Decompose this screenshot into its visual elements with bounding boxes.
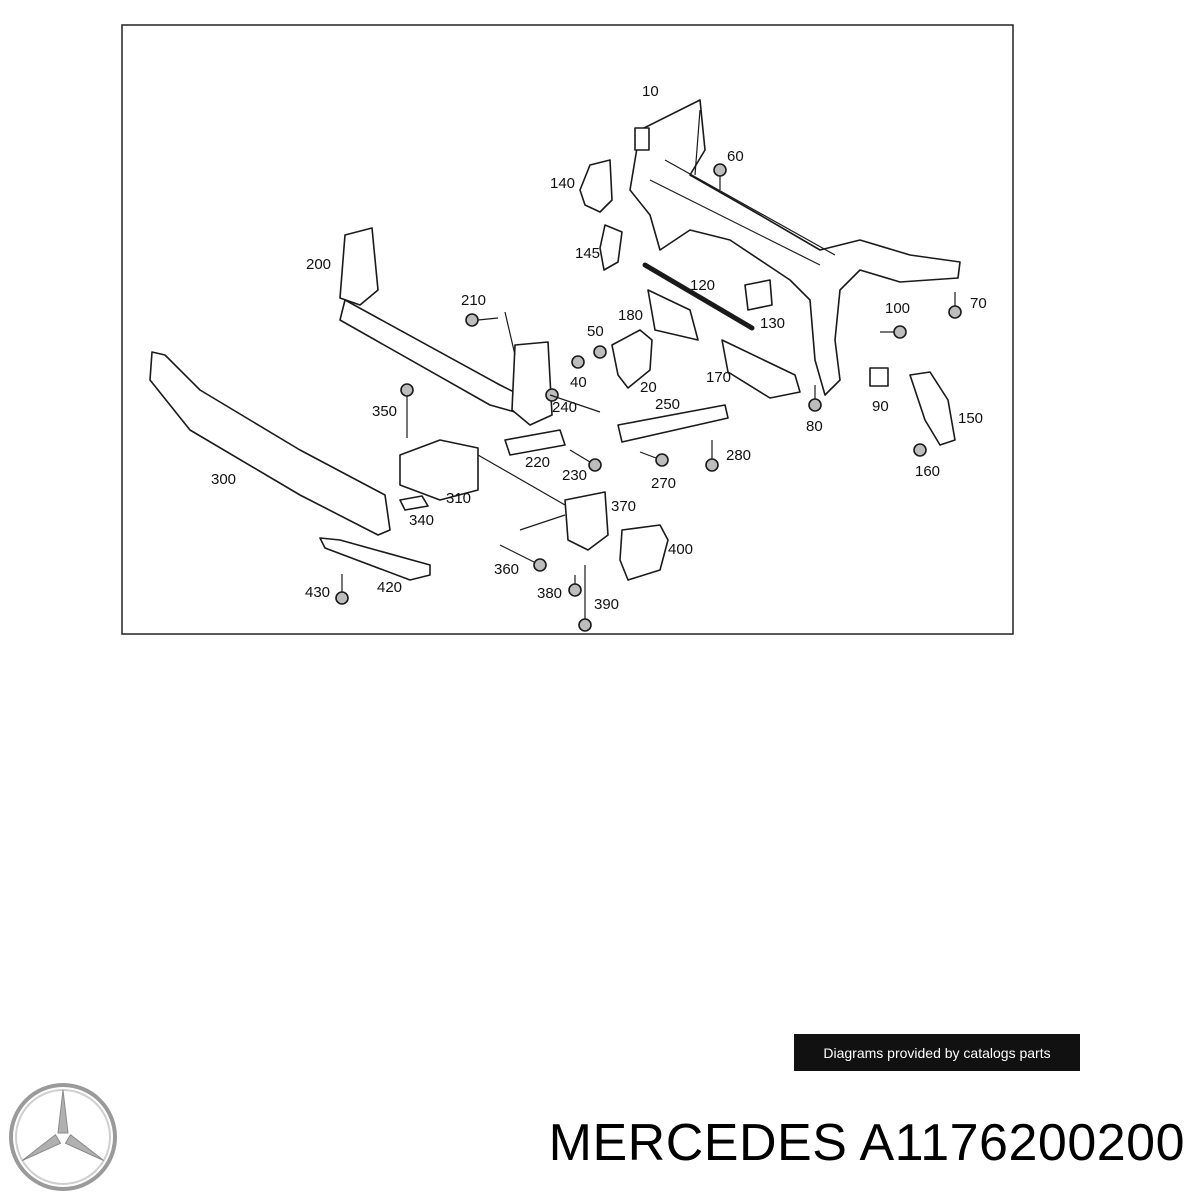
- bracket-150: [909, 371, 956, 446]
- callout-180: 180: [618, 307, 643, 324]
- callout-270: 270: [651, 475, 676, 492]
- callout-350: 350: [372, 403, 397, 420]
- callout-300: 300: [211, 471, 236, 488]
- bumper-beam-300: [149, 351, 391, 536]
- callout-370: 370: [611, 498, 636, 515]
- callout-130: 130: [760, 315, 785, 332]
- callout-40: 40: [570, 374, 587, 391]
- callout-280: 280: [726, 447, 751, 464]
- bracket-310: [399, 439, 479, 501]
- part-number: A1176200200: [859, 1114, 1185, 1172]
- bracket-20: [611, 329, 653, 389]
- clip-90: [869, 367, 889, 387]
- brand-name: MERCEDES: [549, 1114, 848, 1172]
- callout-140: 140: [550, 175, 575, 192]
- lock-370: [564, 491, 609, 551]
- callout-200: 200: [306, 256, 331, 273]
- footer-title: MERCEDES A1176200200: [549, 1114, 1185, 1172]
- leader-lines: [477, 311, 601, 531]
- callout-100: 100: [885, 300, 910, 317]
- seal-strip-120: [642, 262, 755, 331]
- diagram-frame: [121, 24, 1014, 635]
- callout-160: 160: [915, 463, 940, 480]
- callout-120: 120: [690, 277, 715, 294]
- callout-210: 210: [461, 292, 486, 309]
- callout-labels: 10 60 140 145 120 130 200 210 180 50 40 …: [211, 83, 987, 613]
- callout-90: 90: [872, 398, 889, 415]
- callout-20: 20: [640, 379, 657, 396]
- cover-400: [619, 524, 669, 581]
- bolts: [335, 163, 962, 632]
- bracket-145: [599, 224, 623, 271]
- callout-380: 380: [537, 585, 562, 602]
- callout-250: 250: [655, 396, 680, 413]
- callout-390: 390: [594, 596, 619, 613]
- callout-220: 220: [525, 454, 550, 471]
- callout-60: 60: [727, 148, 744, 165]
- callout-400: 400: [668, 541, 693, 558]
- bracket-130: [744, 279, 773, 311]
- lower-crossmember-200: [339, 227, 553, 426]
- mercedes-star-logo-icon: [9, 1083, 117, 1191]
- upper-carrier-assembly: [629, 99, 961, 396]
- callout-50: 50: [587, 323, 604, 340]
- callout-230: 230: [562, 467, 587, 484]
- callout-150: 150: [958, 410, 983, 427]
- plate-340: [399, 495, 429, 511]
- callout-430: 430: [305, 584, 330, 601]
- callout-420: 420: [377, 579, 402, 596]
- strip-250: [617, 404, 729, 443]
- callout-145: 145: [575, 245, 600, 262]
- callout-310: 310: [446, 490, 471, 507]
- reinforcement-420: [319, 537, 431, 581]
- callout-360: 360: [494, 561, 519, 578]
- bracket-180: [647, 289, 699, 341]
- bracket-140: [579, 159, 613, 213]
- credit-banner: Diagrams provided by catalogs parts: [794, 1034, 1080, 1071]
- callout-70: 70: [970, 295, 987, 312]
- callout-240: 240: [552, 399, 577, 416]
- air-duct-170: [721, 339, 801, 399]
- callout-340: 340: [409, 512, 434, 529]
- callout-170: 170: [706, 369, 731, 386]
- callout-80: 80: [806, 418, 823, 435]
- credit-text: Diagrams provided by catalogs parts: [823, 1045, 1050, 1061]
- callout-10: 10: [642, 83, 659, 100]
- strip-220: [504, 429, 566, 456]
